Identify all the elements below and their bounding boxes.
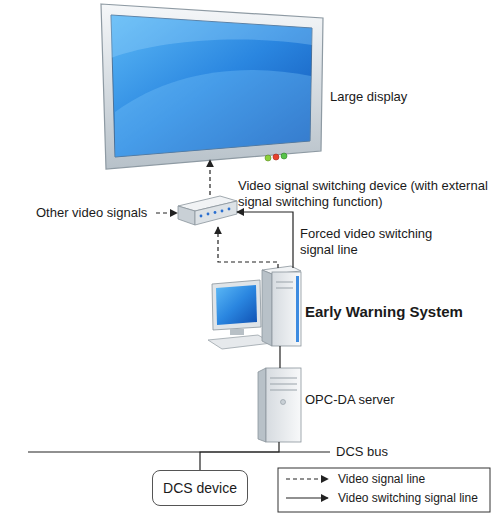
dcs-bus-line bbox=[28, 451, 330, 452]
node-label: OPC-DA server bbox=[305, 392, 445, 408]
indicator-light bbox=[281, 153, 287, 159]
drive-slot bbox=[270, 390, 297, 391]
indicator-light bbox=[273, 154, 279, 160]
computer-illustration bbox=[208, 266, 301, 349]
monitor-frame bbox=[212, 280, 261, 330]
tower-side bbox=[262, 270, 272, 346]
switching-signal-line bbox=[237, 212, 293, 268]
video-signal-line bbox=[209, 160, 210, 195]
legend-box bbox=[278, 468, 490, 512]
switch-port bbox=[228, 208, 231, 211]
video-signal-line bbox=[218, 227, 278, 268]
input-signal-label: Other video signals bbox=[36, 205, 147, 221]
connector-label: Forced video switching signal line bbox=[300, 226, 450, 258]
legend-line-sample bbox=[286, 478, 328, 479]
power-button bbox=[281, 400, 286, 405]
large-display-illustration bbox=[101, 4, 323, 169]
switch-port bbox=[214, 211, 217, 214]
early-warning-computer: Early Warning System bbox=[210, 268, 302, 346]
opc-da-server: OPC-DA server bbox=[256, 368, 302, 442]
switch-port bbox=[200, 215, 203, 218]
bus-link-line bbox=[200, 442, 279, 470]
server-front bbox=[266, 368, 301, 442]
legend-entry: Video switching signal line bbox=[284, 491, 484, 507]
legend-entry: Video signal line bbox=[284, 472, 484, 488]
indicator-light bbox=[265, 155, 271, 161]
tower-stripe bbox=[296, 276, 299, 342]
display-frame bbox=[101, 4, 323, 169]
dcs-device-box: DCS device bbox=[152, 470, 248, 506]
screen-highlight bbox=[115, 70, 311, 157]
tower-front bbox=[272, 272, 301, 346]
other-video-arrow bbox=[156, 212, 177, 213]
display-screen bbox=[111, 15, 312, 157]
monitor-screen bbox=[216, 285, 257, 325]
monitor-stand bbox=[230, 329, 244, 335]
node-label: Large display bbox=[330, 89, 470, 105]
legend-sample bbox=[284, 491, 332, 505]
legend-line-sample bbox=[286, 497, 328, 498]
server-illustration bbox=[258, 368, 301, 442]
node-label: DCS device bbox=[152, 470, 248, 506]
legend-text: Video switching signal line bbox=[338, 491, 478, 506]
large-display: Large display bbox=[100, 5, 322, 160]
switch-side bbox=[178, 206, 195, 225]
drive-slot bbox=[276, 282, 293, 283]
server-side bbox=[258, 368, 266, 442]
legend-sample bbox=[284, 472, 332, 486]
node-label: Early Warning System bbox=[305, 304, 495, 320]
video-switch-device: Video signal switching device (with exte… bbox=[175, 195, 237, 227]
switch-port bbox=[221, 210, 224, 213]
drive-slot bbox=[270, 378, 297, 379]
screen-glare bbox=[111, 15, 312, 58]
drive-slot bbox=[270, 384, 297, 385]
switch-port bbox=[207, 213, 210, 216]
drive-slot bbox=[276, 288, 293, 289]
bus-label: DCS bus bbox=[336, 444, 388, 460]
switch-front bbox=[195, 201, 237, 225]
node-label: Video signal switching device (with exte… bbox=[238, 178, 488, 210]
data-link-line bbox=[279, 346, 280, 368]
switch-illustration bbox=[178, 196, 237, 225]
legend-text: Video signal line bbox=[338, 472, 425, 487]
